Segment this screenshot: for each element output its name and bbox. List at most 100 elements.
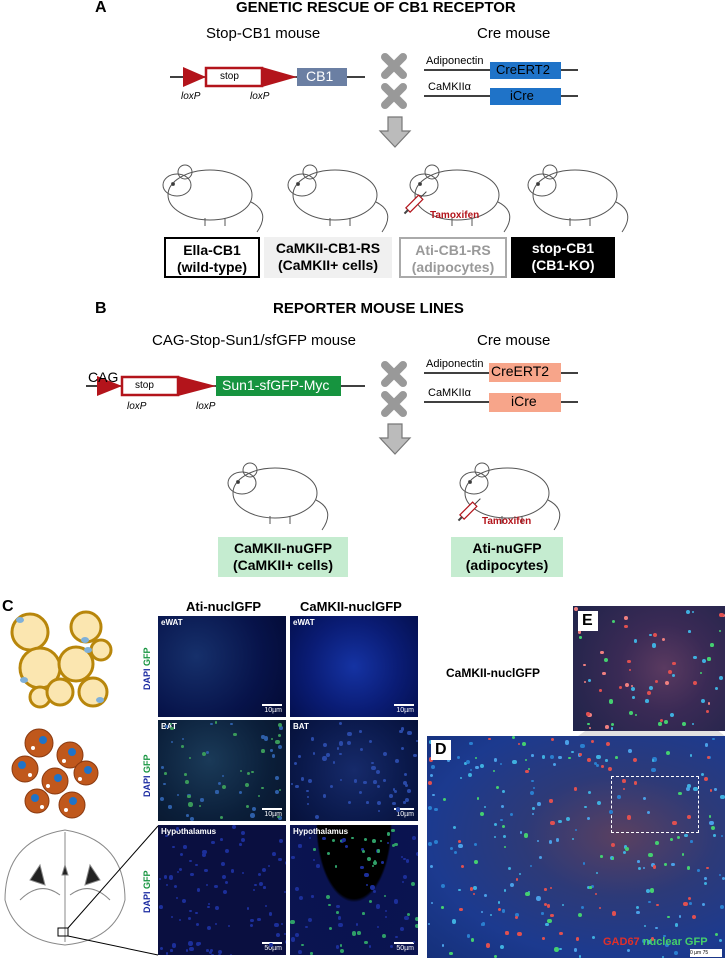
nucleus-dot	[261, 735, 265, 739]
nucleus-dot	[565, 816, 570, 822]
nucleus-dot	[322, 836, 326, 841]
micro-panel-e	[573, 606, 725, 731]
nucleus-dot	[381, 861, 384, 865]
nucleus-dot	[676, 836, 680, 840]
nucleus-dot	[622, 779, 626, 783]
nucleus-dot	[529, 791, 534, 796]
nucleus-dot	[515, 878, 518, 881]
nucleus-dot	[542, 937, 545, 940]
dapi-gfp-label-row3: DAPI GFP	[142, 870, 152, 913]
nucleus-dot	[624, 683, 629, 688]
nucleus-dot	[485, 943, 491, 948]
nucleus-dot	[586, 712, 590, 717]
nucleus-dot	[605, 759, 608, 762]
nucleus-dot	[207, 902, 210, 905]
nucleus-dot	[376, 785, 380, 789]
nucleus-dot	[480, 923, 484, 927]
nucleus-dot	[335, 911, 339, 915]
nucleus-dot	[370, 885, 375, 890]
nucleus-dot	[394, 842, 398, 847]
nucleus-dot	[369, 899, 373, 904]
nucleus-dot	[204, 868, 209, 873]
nucleus-dot	[358, 790, 362, 794]
nucleus-dot	[451, 919, 457, 924]
nucleus-dot	[654, 841, 659, 846]
nucleus-dot	[500, 763, 503, 766]
nucleus-dot	[523, 833, 529, 838]
nucleus-dot	[624, 624, 629, 629]
nucleus-dot	[682, 722, 686, 726]
nucleus-dot	[634, 714, 638, 717]
nucleus-dot	[686, 787, 690, 791]
nucleus-dot	[239, 842, 242, 846]
nucleus-dot	[552, 762, 556, 766]
nucleus-dot	[629, 710, 634, 715]
nucleus-dot	[376, 801, 381, 806]
nucleus-dot	[275, 739, 280, 745]
nucleus-dot	[339, 741, 344, 746]
nucleus-dot	[181, 744, 185, 748]
nucleus-dot	[277, 745, 282, 750]
nucleus-dot	[718, 939, 723, 943]
tissue-tag: eWAT	[293, 618, 315, 627]
scale-label: 10µm	[396, 811, 414, 818]
nucleus-dot	[476, 797, 480, 800]
nucleus-dot	[279, 726, 283, 730]
nucleus-dot	[393, 899, 398, 904]
nucleus-dot	[176, 794, 179, 797]
nucleus-dot	[549, 840, 553, 844]
nucleus-dot	[371, 838, 376, 843]
nucleus-dot	[594, 761, 598, 765]
nucleus-dot	[224, 880, 228, 884]
nucleus-dot	[610, 722, 614, 726]
nucleus-dot	[714, 686, 718, 690]
nucleus-dot	[642, 866, 646, 869]
nucleus-dot	[209, 949, 213, 953]
nucleus-dot	[195, 863, 198, 867]
scale-label: 50µm	[396, 945, 414, 952]
nucleus-dot	[412, 941, 416, 944]
nucleus-dot	[682, 853, 685, 856]
nucleus-dot	[664, 863, 667, 866]
ella-cb1-box: Ella-CB1 (wild-type)	[164, 237, 260, 278]
nucleus-dot	[278, 722, 283, 728]
box-line2: (CB1-KO)	[531, 257, 595, 273]
nucleus-dot	[458, 839, 462, 843]
nucleus-dot	[211, 953, 214, 955]
nucleus-dot	[709, 820, 714, 826]
nucleus-dot	[596, 754, 601, 760]
nucleus-dot	[189, 909, 192, 912]
nucleus-dot	[633, 639, 637, 643]
nucleus-dot	[403, 857, 406, 861]
icre-label-a: iCre	[510, 88, 534, 103]
nucleus-dot	[532, 807, 535, 810]
nucleus-dot	[531, 812, 534, 816]
nucleus-dot	[564, 740, 570, 745]
nucleus-dot	[339, 944, 343, 947]
nucleus-dot	[610, 727, 613, 730]
nucleus-dot	[165, 834, 168, 838]
scale-label: 10µm	[396, 707, 414, 714]
nucleus-dot	[400, 926, 404, 931]
nucleus-dot	[649, 888, 654, 893]
nucleus-dot	[261, 749, 265, 753]
nucleus-dot	[691, 722, 694, 726]
nucleus-dot	[171, 943, 177, 948]
nucleus-dot	[432, 793, 436, 797]
nucleus-dot	[587, 817, 591, 821]
nucleus-dot	[270, 737, 274, 740]
nucleus-dot	[190, 872, 194, 877]
nucleus-dot	[631, 686, 636, 692]
nucleus-dot	[646, 690, 651, 696]
nucleus-dot	[427, 842, 432, 847]
nucleus-dot	[493, 954, 498, 958]
nucleus-dot	[347, 731, 352, 737]
nucleus-dot	[379, 839, 383, 843]
nucleus-dot	[278, 857, 282, 862]
nucleus-dot	[261, 867, 267, 873]
nucleus-dot	[661, 956, 664, 958]
nucleus-dot	[672, 820, 677, 826]
nucleus-dot	[200, 798, 204, 802]
nucleus-dot	[463, 762, 467, 765]
creert2-label-b: CreERT2	[491, 363, 550, 379]
